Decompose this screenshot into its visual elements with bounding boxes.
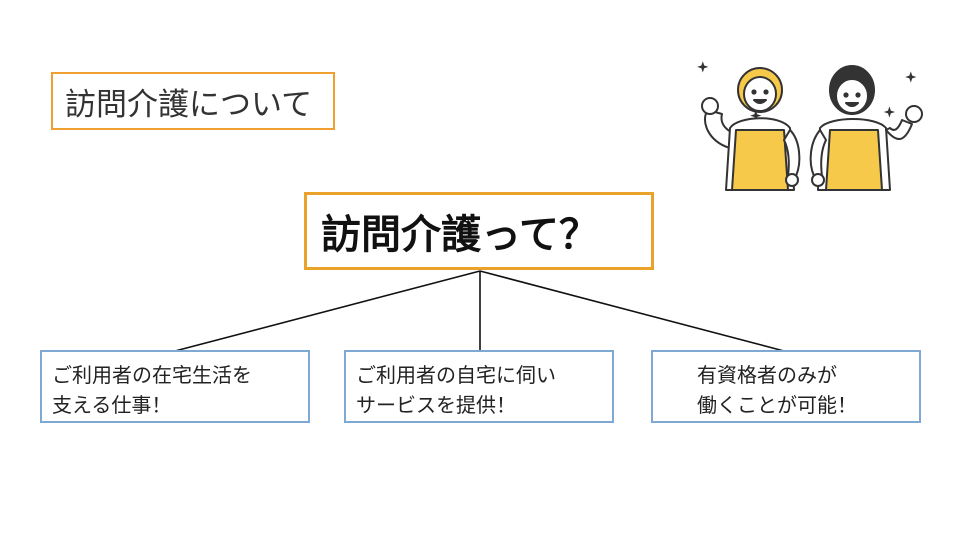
- leaf-line: 有資格者のみが: [697, 363, 837, 387]
- leaf-line: 支える仕事！: [52, 393, 172, 417]
- caregiver-man: [809, 65, 923, 191]
- leaf-node-qualified: 有資格者のみが 働くことが可能！: [651, 350, 921, 423]
- central-node: 訪問介護って？: [304, 192, 654, 270]
- connector-left: [174, 270, 481, 352]
- leaf-line: ご利用者の在宅生活を: [52, 363, 252, 387]
- connector-right: [479, 270, 785, 352]
- leaf-line: サービスを提供！: [356, 393, 516, 417]
- leaf-node-home-visit: ご利用者の自宅に伺い サービスを提供！: [344, 350, 614, 423]
- leaf-line: 働くことが可能！: [697, 393, 857, 417]
- leaf-line: ご利用者の自宅に伺い: [356, 363, 556, 387]
- caregiver-woman: [701, 67, 801, 191]
- caregivers-icon: [697, 61, 923, 191]
- section-title: 訪問介護について: [51, 72, 335, 130]
- sparkle-icon: [697, 61, 917, 122]
- leaf-node-support: ご利用者の在宅生活を 支える仕事！: [40, 350, 310, 423]
